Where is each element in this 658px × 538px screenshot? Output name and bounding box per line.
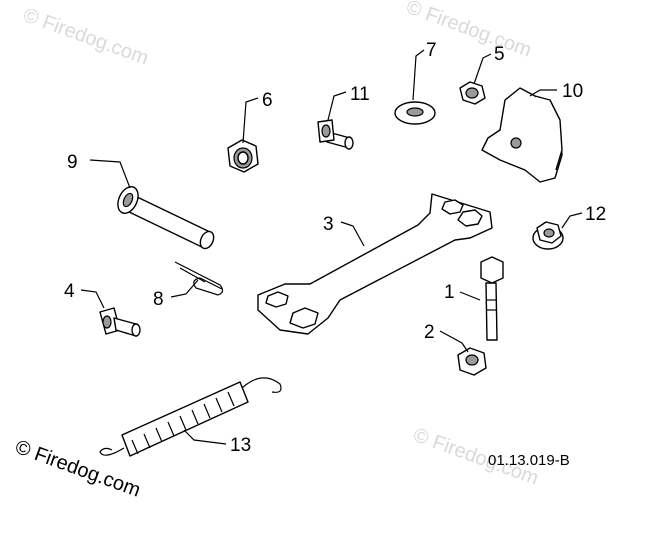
callout-8: 8 xyxy=(153,289,164,310)
callout-13: 13 xyxy=(230,435,251,456)
callout-3: 3 xyxy=(323,214,334,235)
part-1-hex-bolt xyxy=(480,256,504,341)
part-11-shoulder-bolt xyxy=(317,119,354,150)
watermark-bottom-left: © Firedog.com xyxy=(12,436,143,502)
callout-10: 10 xyxy=(562,81,583,102)
watermark-top-left: © Firedog.com xyxy=(20,4,151,70)
callout-7: 7 xyxy=(426,40,437,61)
callout-5: 5 xyxy=(494,44,505,65)
part-10-knob xyxy=(481,87,563,183)
part-12-flange-nut xyxy=(532,221,564,250)
callout-6: 6 xyxy=(262,90,273,111)
callout-12: 12 xyxy=(585,204,606,225)
part-5-nut xyxy=(459,81,486,105)
part-9-pin xyxy=(117,186,215,250)
leader-lines xyxy=(80,49,583,445)
callout-1: 1 xyxy=(444,282,455,303)
callout-4: 4 xyxy=(64,281,75,302)
part-13-spring xyxy=(99,377,282,457)
part-8-hairpin-clip xyxy=(174,261,224,296)
document-id: 01.13.019-B xyxy=(488,452,570,469)
part-6-lock-nut xyxy=(227,139,259,173)
callout-11: 11 xyxy=(350,84,370,105)
part-7-washer xyxy=(394,101,436,125)
part-2-nut xyxy=(457,347,487,376)
callout-labels: 9 6 11 7 5 10 3 12 1 2 4 8 13 xyxy=(64,40,606,456)
part-4-shoulder-bolt xyxy=(99,307,141,337)
callout-2: 2 xyxy=(424,322,435,343)
watermark-top-center: © Firedog.com xyxy=(403,0,534,62)
callout-9: 9 xyxy=(67,152,78,173)
part-3-plate xyxy=(257,193,493,335)
watermark-group: © Firedog.com © Firedog.com © Firedog.co… xyxy=(12,0,541,502)
